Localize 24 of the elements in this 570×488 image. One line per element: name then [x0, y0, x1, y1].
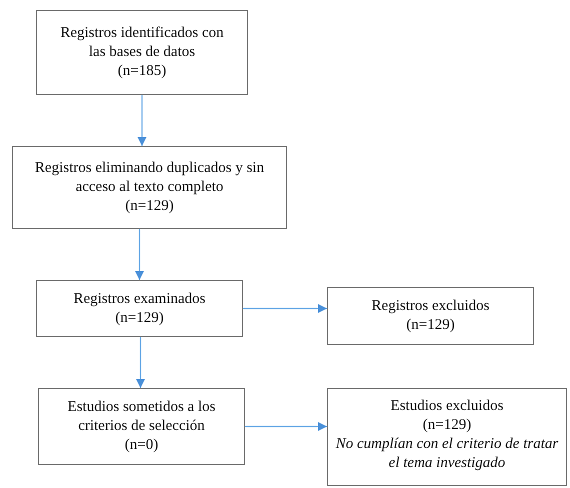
- process-box: [38, 388, 245, 465]
- process-box: [327, 287, 534, 345]
- process-box: [36, 280, 243, 337]
- box-text: Registros eliminando duplicados y sin acceso al texto completo: [34, 159, 266, 197]
- box-text: (n=0): [124, 436, 158, 455]
- box-text: Estudios excluidos: [390, 397, 504, 416]
- process-box: [36, 10, 248, 95]
- process-box: [12, 146, 287, 229]
- arrow: [243, 304, 327, 313]
- box-text: Registros excluidos: [372, 297, 490, 316]
- box-text: Estudios sometidos a los criterios de selección: [66, 398, 216, 436]
- box-text: Registros identificados con las bases de datos: [59, 24, 225, 62]
- box-text: Registros examinados: [73, 290, 206, 308]
- box-text: (n=185): [118, 62, 166, 81]
- box-text: (n=129): [406, 316, 455, 335]
- arrow: [138, 95, 146, 146]
- arrow: [136, 337, 145, 388]
- arrow: [135, 229, 144, 280]
- box-text: (n=129): [422, 416, 472, 435]
- box-text: (n=129): [115, 308, 164, 328]
- process-box: [327, 388, 567, 486]
- box-text: (n=129): [125, 197, 174, 216]
- arrow: [245, 422, 327, 431]
- box-text: No cumplían con el criterio de tratar el tema investigado: [334, 435, 560, 473]
